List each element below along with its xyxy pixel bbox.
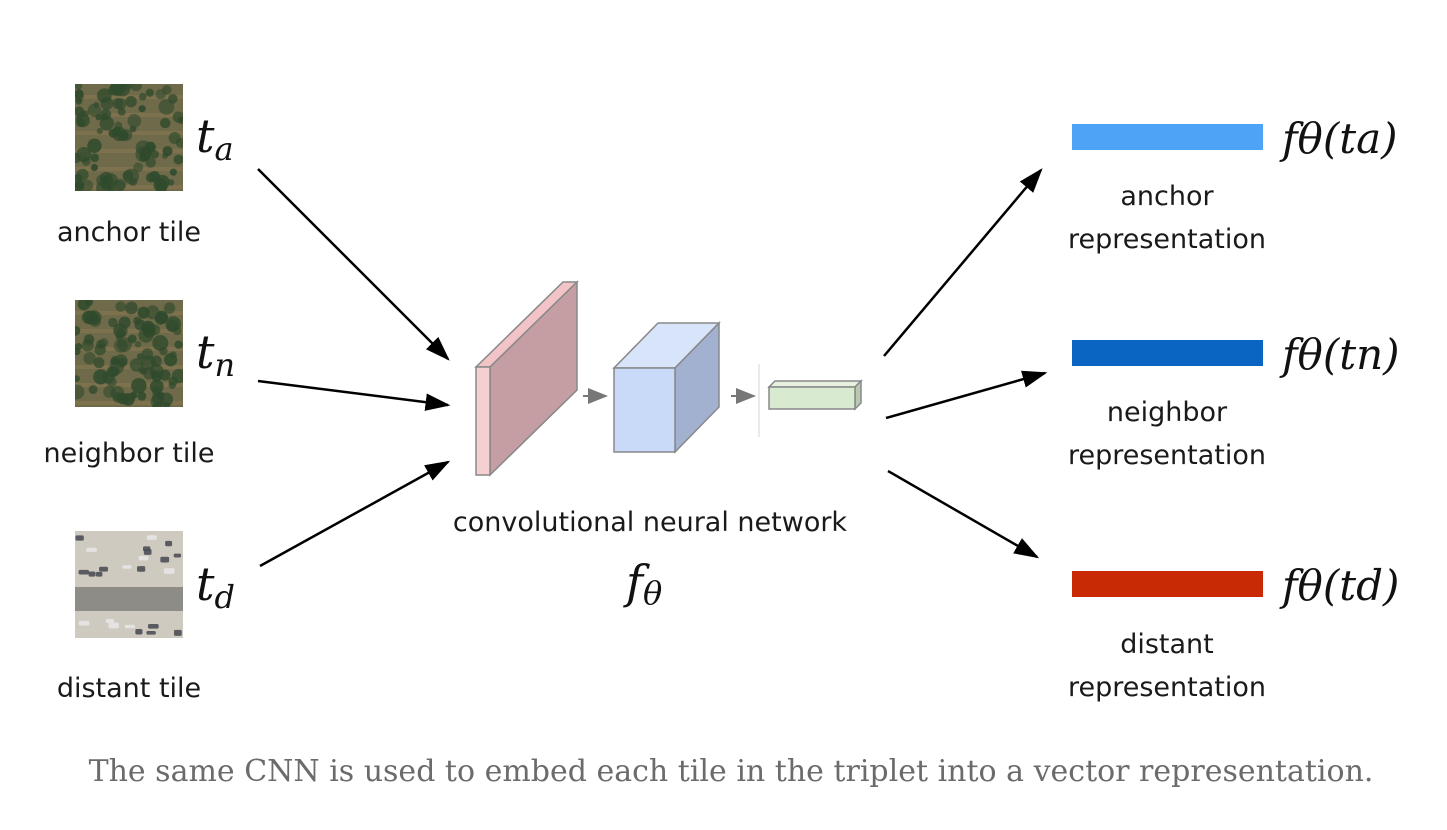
anchor-representation-bar — [1072, 124, 1263, 150]
distant-output-arrow — [887, 469, 1040, 559]
neighbor-tile-label: neighbor tile — [43, 438, 214, 469]
anchor-representation-label-line1: anchor — [1120, 181, 1214, 212]
anchor-output-arrow — [883, 168, 1043, 357]
anchor-representation-label-line2: representation — [1068, 224, 1266, 255]
anchor-tile-image — [75, 84, 183, 191]
anchor-representation-function: fθ(ta) — [1279, 114, 1398, 163]
neighbor-tile-image — [75, 300, 183, 407]
anchor-tile-symbol: ta — [196, 109, 234, 168]
anchor-tile-label: anchor tile — [57, 217, 201, 248]
neighbor-representation-bar — [1072, 340, 1263, 366]
distant-representation-label-line1: distant — [1120, 629, 1214, 660]
figure-caption: The same CNN is used to embed each tile … — [89, 754, 1374, 789]
neighbor-representation-function: fθ(tn) — [1279, 330, 1400, 379]
distant-input-arrow — [259, 460, 451, 568]
anchor-input-arrow — [257, 168, 450, 361]
cnn-label: convolutional neural network — [453, 507, 848, 538]
cnn-function-symbol: fθ — [623, 555, 662, 612]
distant-representation-bar — [1072, 571, 1263, 597]
neighbor-representation-label-line2: representation — [1068, 440, 1266, 471]
neighbor-representation-label-line1: neighbor — [1107, 397, 1228, 428]
neighbor-input-arrow — [257, 379, 451, 411]
feature-map-cube — [612, 321, 721, 454]
distant-representation-label-line2: representation — [1068, 672, 1266, 703]
conv-layer-block — [474, 280, 579, 477]
distant-representation-function: fθ(td) — [1279, 561, 1399, 610]
distant-tile-image — [75, 531, 183, 638]
embedding-vector-block — [767, 379, 863, 411]
neighbor-output-arrow — [885, 370, 1048, 420]
neighbor-tile-symbol: tn — [196, 325, 235, 384]
distant-tile-symbol: td — [196, 557, 235, 616]
distant-tile-label: distant tile — [57, 673, 201, 704]
